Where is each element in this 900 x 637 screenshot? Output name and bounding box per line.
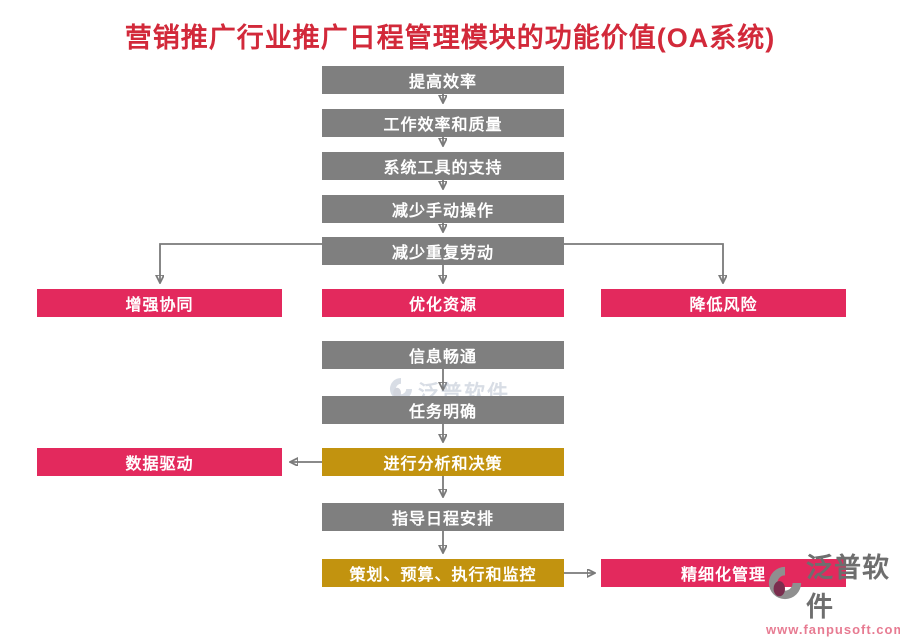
page-title: 营销推广行业推广日程管理模块的功能价值(OA系统) (124, 23, 776, 53)
flow-box-label: 任务明确 (408, 404, 477, 421)
flow-box-label: 优化资源 (408, 297, 477, 314)
flow-box-label: 信息畅通 (408, 349, 477, 366)
flow-box-system-support: 系统工具的支持 (322, 152, 564, 180)
watermark-bottom-right: 泛普软件 www.fanpusoft.com (766, 546, 900, 637)
flow-box-work-quality: 工作效率和质量 (322, 109, 564, 137)
fanpu-logo-icon (388, 376, 414, 407)
flow-box-label: 精细化管理 (680, 567, 766, 584)
flow-box-label: 工作效率和质量 (383, 117, 503, 134)
flow-box-plan-budget-execute: 策划、预算、执行和监控 (322, 559, 564, 587)
flow-box-label: 减少手动操作 (391, 203, 494, 220)
flow-box-guide-schedule: 指导日程安排 (322, 503, 564, 531)
flow-box-optimize-resources: 优化资源 (322, 289, 564, 317)
flow-box-label: 系统工具的支持 (383, 160, 503, 177)
connector-arrows (0, 94, 900, 600)
watermark-brand-text: 泛普软件 (806, 553, 890, 622)
watermark-url-text: www.fanpusoft.com (766, 622, 900, 637)
flow-box-clear-tasks: 任务明确 (322, 396, 564, 424)
flow-box-label: 降低风险 (689, 297, 758, 314)
flow-box-enhance-collab: 增强协同 (37, 289, 282, 317)
flow-box-label: 增强协同 (125, 297, 194, 314)
flow-box-fine-management: 精细化管理 (601, 559, 846, 587)
flow-box-label: 减少重复劳动 (391, 245, 494, 262)
flow-box-reduce-repeat: 减少重复劳动 (322, 237, 564, 265)
flow-box-info-flow: 信息畅通 (322, 341, 564, 369)
flow-box-label: 进行分析和决策 (383, 456, 503, 473)
flow-box-label: 策划、预算、执行和监控 (349, 567, 537, 584)
flow-box-label: 指导日程安排 (391, 511, 494, 528)
flow-box-data-driven: 数据驱动 (37, 448, 282, 476)
flow-box-label: 数据驱动 (125, 456, 194, 473)
diagram-canvas: 营销推广行业推广日程管理模块的功能价值(OA系统) 泛普软件 (0, 23, 900, 637)
fanpu-logo-icon (766, 564, 804, 607)
flow-box-reduce-manual: 减少手动操作 (322, 195, 564, 223)
flow-box-analysis-decision: 进行分析和决策 (322, 448, 564, 476)
flow-box-label: 提高效率 (408, 74, 477, 91)
flow-box-improve-efficiency: 提高效率 (322, 66, 564, 94)
flow-box-reduce-risk: 降低风险 (601, 289, 846, 317)
